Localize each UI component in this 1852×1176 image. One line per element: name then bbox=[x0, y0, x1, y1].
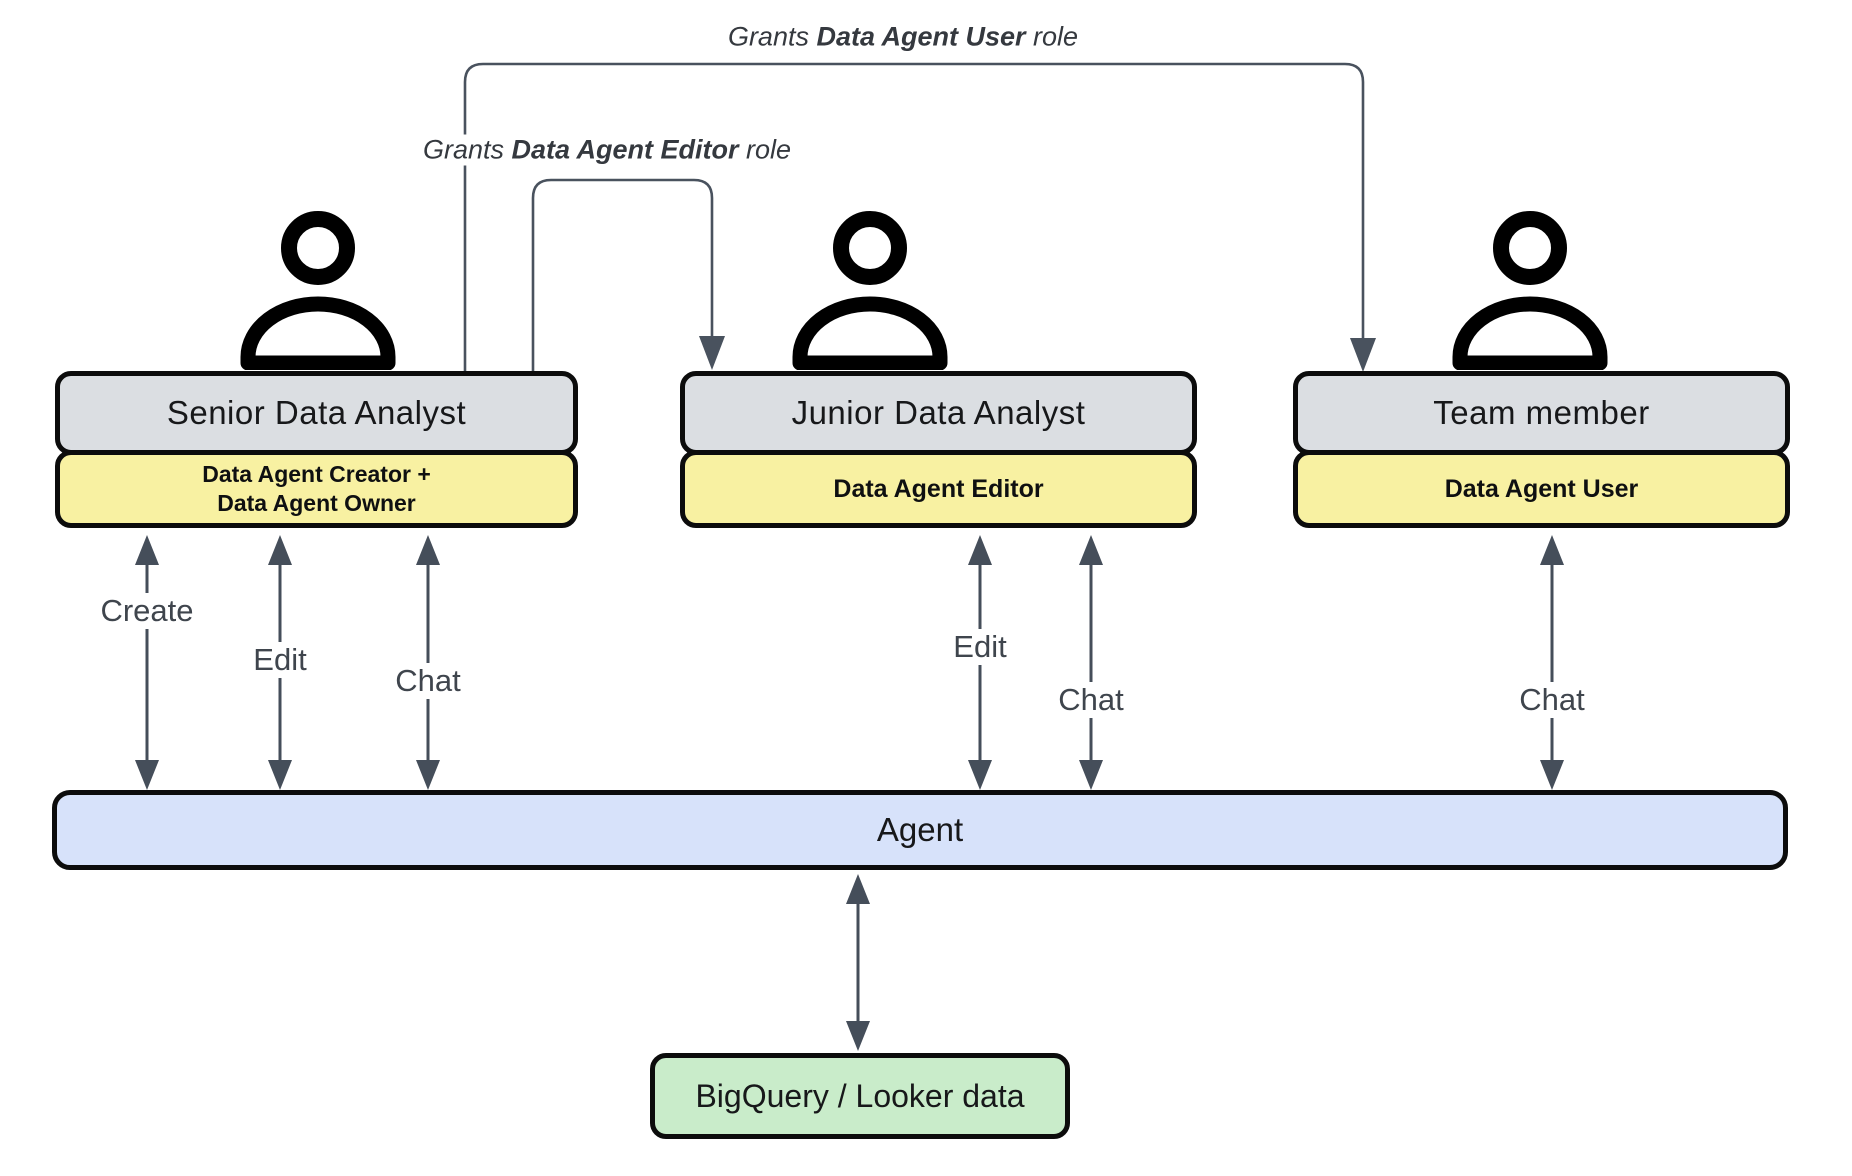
chat-arrow-team bbox=[1540, 535, 1564, 790]
datasource-label: BigQuery / Looker data bbox=[695, 1077, 1025, 1114]
role-box-editor: Data Agent Editor bbox=[680, 450, 1197, 528]
actor-title: Junior Data Analyst bbox=[791, 394, 1086, 431]
chat-arrow-junior bbox=[1079, 535, 1103, 790]
person-icon bbox=[1452, 211, 1608, 370]
grant-editor-arrow bbox=[531, 178, 725, 371]
chat-label-junior: Chat bbox=[1051, 682, 1131, 718]
role-line: Data Agent Editor bbox=[833, 474, 1044, 503]
chat-label-senior: Chat bbox=[388, 663, 468, 699]
grant-user-label: Grants Data Agent User role bbox=[721, 21, 1085, 53]
create-arrow-senior bbox=[135, 535, 159, 790]
role-line: Data Agent User bbox=[1444, 474, 1639, 503]
actor-box-junior-data-analyst: Junior Data Analyst bbox=[680, 371, 1197, 455]
grant-label-prefix: Grants bbox=[422, 134, 512, 165]
grant-label-role: Data Agent User bbox=[816, 21, 1026, 52]
grant-label-prefix: Grants bbox=[727, 21, 817, 52]
edit-label-junior: Edit bbox=[946, 629, 1014, 665]
role-box-creator-owner: Data Agent Creator + Data Agent Owner bbox=[55, 450, 578, 528]
agent-label: Agent bbox=[876, 811, 964, 848]
grant-label-suffix: role bbox=[1025, 21, 1079, 52]
chat-arrow-senior bbox=[416, 535, 440, 790]
role-line: Data Agent Owner bbox=[217, 490, 416, 516]
actor-title: Senior Data Analyst bbox=[166, 394, 467, 431]
datasource-box: BigQuery / Looker data bbox=[650, 1053, 1070, 1139]
create-label: Create bbox=[93, 593, 201, 629]
actor-box-team-member: Team member bbox=[1293, 371, 1790, 455]
agent-data-arrow bbox=[846, 874, 870, 1051]
role-box-user: Data Agent User bbox=[1293, 450, 1790, 528]
role-line: Data Agent Creator + bbox=[202, 461, 431, 488]
grant-label-role: Data Agent Editor bbox=[511, 134, 739, 165]
actor-box-senior-data-analyst: Senior Data Analyst bbox=[55, 371, 578, 455]
grant-label-suffix: role bbox=[738, 134, 792, 165]
grant-user-arrow bbox=[463, 62, 1376, 372]
actor-title: Team member bbox=[1433, 394, 1650, 431]
chat-label-team: Chat bbox=[1512, 682, 1592, 718]
edit-label-senior: Edit bbox=[246, 642, 314, 678]
grant-editor-label: Grants Data Agent Editor role bbox=[416, 134, 798, 166]
agent-bar: Agent bbox=[52, 790, 1788, 870]
person-icon bbox=[240, 211, 396, 370]
person-icon bbox=[792, 211, 948, 370]
